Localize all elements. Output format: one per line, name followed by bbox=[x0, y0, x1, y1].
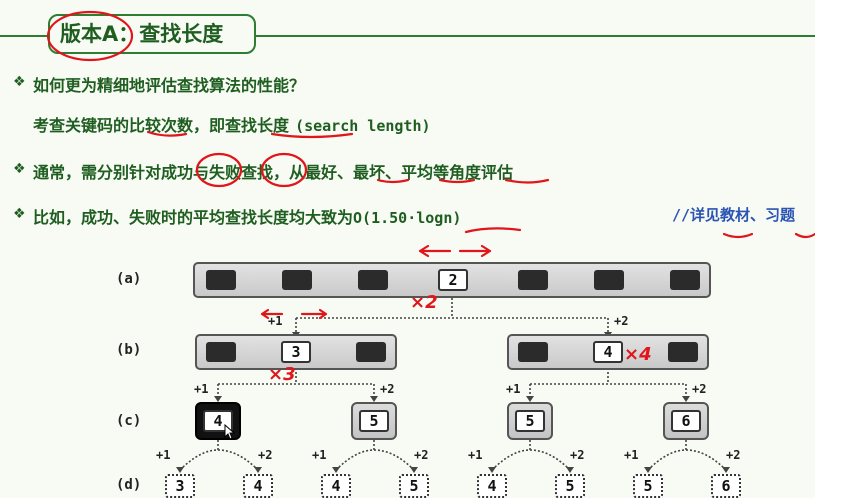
bullet-icon: ❖ bbox=[13, 206, 26, 222]
slide-title: 版本A：查找长度 bbox=[48, 14, 256, 54]
annotation-x4: ×4 bbox=[624, 344, 652, 365]
bullet-3: 比如，成功、失败时的平均查找长度均大致为O(1.50·logn) bbox=[33, 204, 461, 228]
plus-two-label: +2 bbox=[380, 382, 395, 396]
bullet-3-prefix: 比如，成功、失败时的平均查找长度均大致为 bbox=[33, 208, 354, 227]
plus-one-label: +1 bbox=[312, 448, 327, 462]
c-node: 6 bbox=[663, 402, 709, 440]
bar-cell bbox=[670, 270, 700, 290]
row-label-b: (b) bbox=[116, 342, 142, 358]
level-b-left-bar: 3 bbox=[195, 334, 397, 370]
sub-highlight-compare: 比较 bbox=[129, 116, 162, 135]
c-node: 5 bbox=[507, 402, 553, 440]
bar-cell bbox=[358, 270, 388, 290]
mouse-cursor-icon bbox=[224, 424, 236, 440]
sub-mid: 次数，即 bbox=[161, 116, 226, 135]
b-left-key: 3 bbox=[281, 341, 311, 363]
plus-one-label: +1 bbox=[156, 448, 171, 462]
textbook-note: //详见教材、习题 bbox=[672, 206, 796, 224]
sub-highlight-search-length: 查找长度 bbox=[225, 116, 290, 135]
plus-two-label: +2 bbox=[614, 314, 629, 328]
d-leaf: 4 bbox=[243, 474, 273, 498]
bullet-2: 通常，需分别针对成功与失败查找，从最好、最坏、平均等角度评估 bbox=[33, 163, 514, 182]
d-leaf: 5 bbox=[633, 474, 663, 498]
row-label-d: (d) bbox=[116, 477, 142, 493]
bar-cell bbox=[594, 270, 624, 290]
bar-cell bbox=[282, 270, 312, 290]
bar-cell bbox=[206, 342, 236, 362]
plus-two-label: +2 bbox=[692, 382, 707, 396]
c-key: 5 bbox=[359, 410, 389, 432]
c-key: 6 bbox=[671, 410, 701, 432]
bar-cell bbox=[518, 270, 548, 290]
d-leaf: 5 bbox=[399, 474, 429, 498]
c-node-highlighted[interactable]: 4 bbox=[195, 402, 241, 440]
annotation-x3: ×3 bbox=[268, 364, 296, 385]
tree-connectors bbox=[46, 10, 815, 473]
plus-one-label: +1 bbox=[624, 448, 639, 462]
d-leaf: 5 bbox=[555, 474, 585, 498]
level-a-bar: 2 bbox=[193, 262, 711, 298]
plus-one-label: +1 bbox=[506, 382, 521, 396]
bar-cell bbox=[356, 342, 386, 362]
plus-two-label: +2 bbox=[726, 448, 741, 462]
annotation-x2: ×2 bbox=[410, 292, 438, 313]
d-leaf: 6 bbox=[711, 474, 741, 498]
d-leaf: 4 bbox=[321, 474, 351, 498]
d-leaf: 4 bbox=[477, 474, 507, 498]
sub-suffix: (search length) bbox=[295, 117, 431, 135]
sub-prefix: 考查关键码的 bbox=[33, 116, 130, 135]
row-label-c: (c) bbox=[116, 413, 142, 429]
bullet-1: 如何更为精细地评估查找算法的性能？ bbox=[33, 76, 306, 95]
bar-cell bbox=[518, 342, 548, 362]
bullet-1-sub: 考查关键码的比较次数，即查找长度 (search length) bbox=[33, 112, 431, 136]
level-b-right-bar: 4 bbox=[507, 334, 709, 370]
bar-cell bbox=[668, 342, 698, 362]
b-right-key: 4 bbox=[593, 341, 623, 363]
bullet-icon: ❖ bbox=[13, 74, 26, 90]
bar-cell bbox=[206, 270, 236, 290]
plus-two-label: +2 bbox=[414, 448, 429, 462]
c-node: 5 bbox=[351, 402, 397, 440]
plus-two-label: +2 bbox=[258, 448, 273, 462]
c-key: 5 bbox=[515, 410, 545, 432]
plus-one-label: +1 bbox=[194, 382, 209, 396]
title-rule bbox=[0, 35, 815, 37]
formula: O(1.50·logn) bbox=[353, 209, 462, 227]
slide: 版本A：查找长度 ❖ 如何更为精细地评估查找算法的性能？ 考查关键码的比较次数，… bbox=[0, 0, 815, 498]
bullet-icon: ❖ bbox=[13, 161, 26, 177]
plus-one-label: +1 bbox=[468, 448, 483, 462]
root-key: 2 bbox=[438, 269, 468, 291]
plus-two-label: +2 bbox=[570, 448, 585, 462]
row-label-a: (a) bbox=[116, 271, 142, 287]
d-leaf: 3 bbox=[165, 474, 195, 498]
plus-one-label: +1 bbox=[268, 314, 283, 328]
